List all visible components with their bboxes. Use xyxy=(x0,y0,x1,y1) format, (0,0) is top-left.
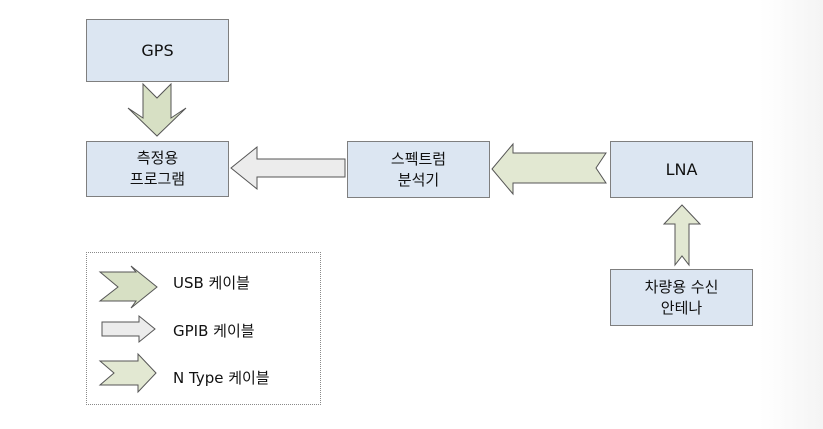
vehicle-antenna-label-line1: 차량용 수신 xyxy=(644,277,719,296)
legend-gpib-arrow-icon xyxy=(101,314,156,344)
legend-ntype-arrow-icon xyxy=(98,352,157,394)
spectrum-analyzer-label-line2: 분석기 xyxy=(397,170,440,189)
measurement-program-label-line2: 프로그램 xyxy=(129,170,186,188)
measurement-program-label-line1: 측정용 xyxy=(136,149,179,167)
vehicle-antenna-box: 차량용 수신 안테나 xyxy=(610,269,753,326)
legend-usb-arrow-icon xyxy=(98,265,158,309)
ntype-arrow-lna-to-spectrum xyxy=(491,142,607,196)
ntype-arrow-antenna-to-lna xyxy=(662,204,702,267)
lna-label: LNA xyxy=(665,160,698,179)
gpib-arrow-spectrum-to-program xyxy=(230,145,346,191)
measurement-program-box: 측정용 프로그램 xyxy=(86,141,229,197)
gps-box: GPS xyxy=(86,19,229,82)
legend-box: USB 케이블 GPIB 케이블 N Type 케이블 xyxy=(86,252,321,405)
vehicle-antenna-label-line2: 안테나 xyxy=(660,298,703,317)
spectrum-analyzer-label-line1: 스펙트럼 xyxy=(390,149,447,168)
usb-arrow-gps-to-program xyxy=(127,82,187,137)
legend-ntype-label: N Type 케이블 xyxy=(173,369,270,387)
lna-box: LNA xyxy=(610,141,753,198)
legend-gpib-label: GPIB 케이블 xyxy=(173,322,255,340)
spectrum-analyzer-box: 스펙트럼 분석기 xyxy=(347,141,490,198)
gps-label: GPS xyxy=(141,41,174,60)
legend-usb-label: USB 케이블 xyxy=(173,274,250,292)
